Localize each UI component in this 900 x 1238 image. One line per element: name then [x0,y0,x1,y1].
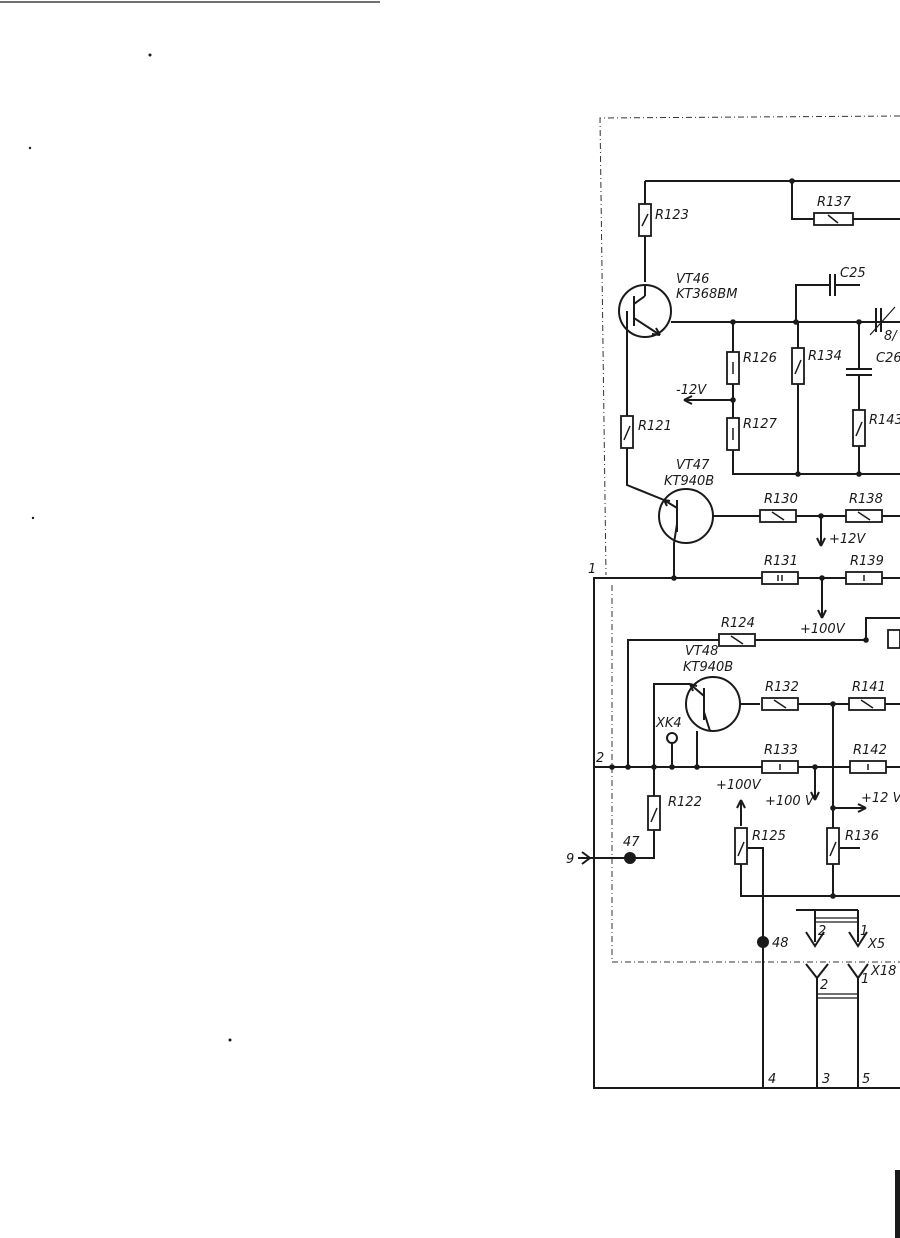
label-line3: 3 [822,1072,830,1087]
label-x18-pin2: 2 [820,978,828,993]
scan-specks [28,53,232,1042]
label-r130: R130 [764,492,798,507]
label-r137: R137 [817,195,852,210]
label-r123: R123 [655,208,689,223]
label-plus100v-a: +100V [800,622,846,637]
label-plus100v-b: +100V [716,778,762,793]
bottom-right-edge-mark [895,1170,900,1238]
junction-dots [671,178,869,770]
label-xk4: XK4 [655,716,682,731]
r131-r139-chain [761,571,883,619]
label-line2: 2 [596,751,604,766]
label-vt46-type: KT368BM [676,287,737,302]
outer-frame [593,577,900,1089]
label-r124: R124 [721,616,755,631]
label-plus12v-a: +12V [829,532,866,547]
label-r131: R131 [764,554,798,569]
resistor-r125 [734,799,900,1088]
label-plus100v-c: +100 V [765,794,815,809]
label-r138: R138 [849,492,883,507]
label-line5: 5 [862,1072,870,1087]
label-r141: R141 [852,680,886,695]
resistor-r122 [630,767,661,859]
resistor-r137 [813,212,854,226]
transistor-vt46 [618,284,900,416]
partial-trimmer [869,306,896,336]
label-node47: 47 [623,835,640,850]
capacitor-c25 [795,274,860,322]
label-x5-pin2: 2 [818,924,826,939]
label-x18-pin1: 1 [861,972,869,987]
label-vt46-ref: VT46 [676,272,709,287]
connector-x5 [796,909,868,948]
label-line4: 4 [768,1072,776,1087]
test-point-xk4 [666,732,678,767]
label-minus12v: -12V [676,383,707,398]
label-vt48-ref: VT48 [685,644,718,659]
label-x18: X18 [870,964,896,979]
label-vt48-type: KT940B [683,660,733,675]
input-9 [578,851,636,865]
r130-r138-chain [759,509,900,547]
label-line9: 9 [566,852,574,867]
resistor-r134 [791,322,805,474]
label-line1: 1 [588,562,596,577]
label-r125: R125 [752,829,786,844]
label-c25: C25 [840,266,866,281]
label-r126: R126 [743,351,777,366]
label-node48: 48 [772,936,789,951]
r126-r127-divider [683,322,900,475]
r132-r141-chain [761,697,900,828]
label-r136: R136 [845,829,879,844]
label-r127: R127 [743,417,778,432]
label-c26: C26 [876,351,900,366]
r133-r142-chain [761,760,887,801]
board-outline [599,115,900,963]
label-r133: R133 [764,743,798,758]
top-rail [644,180,900,282]
label-r134: R134 [808,349,842,364]
label-r142: R142 [853,743,887,758]
label-vt47-type: KT940B [664,474,714,489]
label-cut-8: 8/ [884,329,898,344]
resistor-r124 [627,617,900,767]
label-plus12v-b: +12 V [861,791,900,806]
transistor-vt47 [658,488,760,578]
resistor-r123 [638,203,652,237]
connector-x18 [805,963,869,1088]
label-x5-pin1: 1 [860,924,868,939]
label-x5: X5 [867,937,885,952]
label-r122: R122 [668,795,702,810]
resistor-r127 [726,417,740,451]
label-r121: R121 [638,419,672,434]
label-vt47-ref: VT47 [676,458,710,473]
resistor-r121 [620,415,665,501]
label-r139: R139 [850,554,884,569]
resistor-r126 [726,351,740,385]
c26-r143-branch [846,322,872,474]
label-r143: R143 [869,413,900,428]
resistor-r136 [826,803,867,899]
label-r132: R132 [765,680,799,695]
transistor-vt48 [653,676,760,810]
